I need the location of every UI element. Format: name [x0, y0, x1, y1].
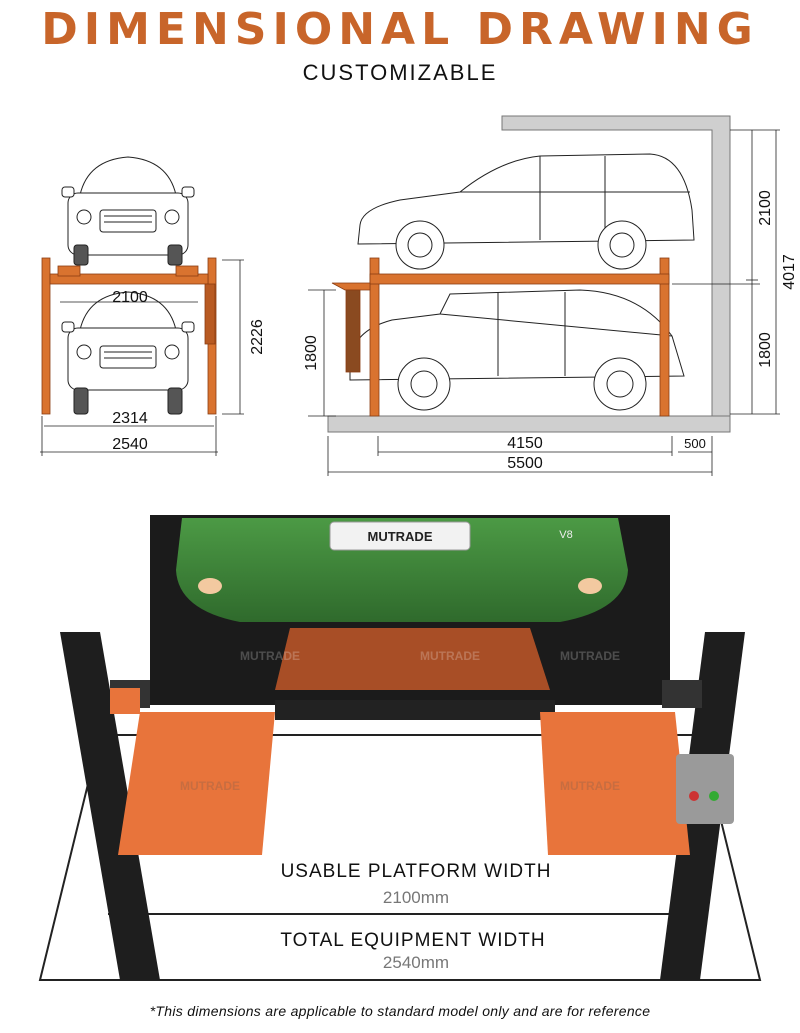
dim-upper-height: 2100	[757, 190, 774, 226]
control-box	[676, 754, 734, 824]
upper-car-side	[357, 153, 695, 270]
dim-lower-height-left: 1800	[303, 335, 320, 371]
right-runway	[540, 712, 690, 855]
dim-platform-length: 4150	[507, 435, 543, 452]
usable-width-label: USABLE PLATFORM WIDTH	[281, 861, 552, 882]
svg-text:MUTRADE: MUTRADE	[240, 649, 300, 663]
dim-front-height: 2226	[249, 319, 266, 355]
green-car-rear: MUTRADE V8	[176, 518, 628, 622]
front-dimension-lines	[40, 259, 244, 456]
dim-total-height: 4017	[781, 254, 798, 290]
logo-plate: MUTRADE	[368, 529, 433, 544]
total-width-value: 2540mm	[383, 953, 449, 972]
svg-text:MUTRADE: MUTRADE	[180, 779, 240, 793]
floor-outline	[38, 734, 762, 981]
lower-car-front	[61, 291, 195, 415]
side-view-structure	[327, 115, 731, 433]
product-photo: MUTRADE V8 MUTRADE MUTRADE MUTRADE MUTRA…	[38, 515, 762, 981]
side-lift-frame	[331, 257, 670, 417]
upper-car-front	[61, 156, 195, 266]
watermarks: MUTRADE MUTRADE MUTRADE MUTRADE MUTRADE	[180, 649, 620, 793]
dim-platform-width: 2100	[112, 289, 148, 306]
dim-clearance: 500	[684, 436, 706, 451]
page-subtitle: CUSTOMIZABLE	[302, 60, 498, 85]
side-dimension-lines	[308, 129, 780, 476]
dim-inner-width: 2314	[112, 410, 148, 427]
front-lift-frame	[41, 257, 217, 415]
dim-outer-width: 2540	[112, 436, 148, 453]
svg-text:MUTRADE: MUTRADE	[560, 779, 620, 793]
car-badge: V8	[559, 529, 572, 541]
rear-platform	[275, 628, 550, 690]
usable-width-value: 2100mm	[383, 888, 449, 907]
svg-text:MUTRADE: MUTRADE	[560, 649, 620, 663]
total-width-label: TOTAL EQUIPMENT WIDTH	[280, 930, 545, 951]
svg-text:MUTRADE: MUTRADE	[420, 649, 480, 663]
left-runway	[118, 712, 275, 855]
dim-lower-height-right: 1800	[757, 332, 774, 368]
lower-car-side	[349, 289, 685, 411]
footnote: *This dimensions are applicable to stand…	[149, 1003, 651, 1019]
page-title: DIMENSIONAL DRAWING	[41, 4, 759, 55]
dim-total-length: 5500	[507, 455, 543, 472]
